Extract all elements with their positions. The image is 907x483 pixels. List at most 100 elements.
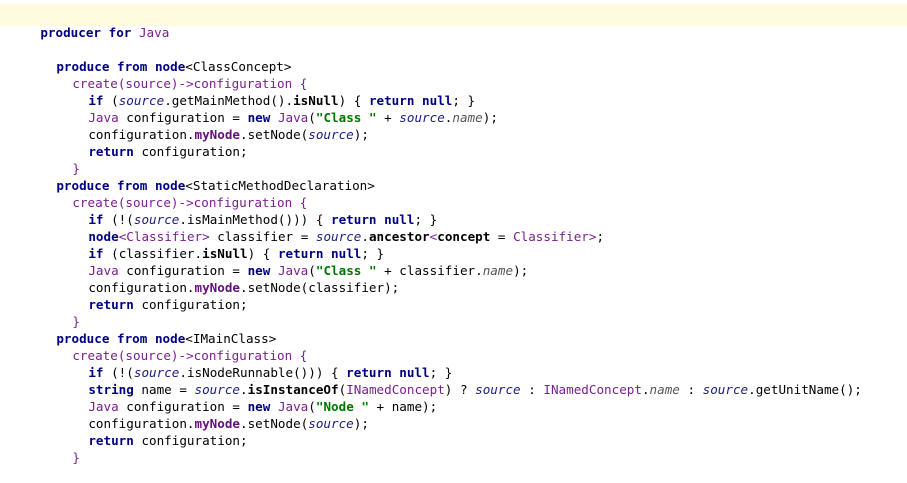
java-type: Java [88,110,119,125]
java-type: Java [88,399,119,414]
brace: } [72,314,80,329]
producer-header-line[interactable]: producer for Java [10,7,169,40]
return-keyword: return [346,365,392,380]
classifier-type: Classifier [126,229,203,244]
create-line-1[interactable]: create(source)->configuration { [42,58,307,91]
code-line[interactable]: return configuration; [88,144,248,159]
configuration-var: configuration [141,433,241,448]
code-line[interactable]: configuration.myNode.setNode(source); [88,127,369,142]
brace: } [72,450,80,465]
code-line[interactable]: return configuration; [88,433,248,448]
node-keyword: node [154,59,186,74]
node-type[interactable]: <IMainClass> [185,331,277,346]
create-statement: create(source)->configuration { [72,195,308,210]
string-keyword: string [88,382,134,397]
configuration-var: configuration [141,144,241,159]
return-keyword: return [368,93,415,108]
code-line[interactable]: Java configuration = new Java("Node " + … [88,399,438,414]
produce-keyword: produce [56,178,110,193]
configuration-var: configuration [88,127,187,142]
string-literal: "Node " [315,399,369,414]
code-line[interactable]: Java configuration = new Java("Class " +… [88,110,498,125]
code-line[interactable]: if (!(source.isMainMethod())) { return n… [88,212,438,227]
inamedconcept-type: INamedConcept [346,382,445,397]
return-keyword: return [88,433,134,448]
java-type: Java [88,263,119,278]
code-line[interactable]: node<Classifier> classifier = source.anc… [88,229,605,244]
classifier-var: classifier [217,229,294,244]
classifier-var: classifier [118,246,195,261]
name-property: name [452,110,483,125]
node-type[interactable]: <ClassConcept> [185,59,292,74]
isnull-op: isNull [293,93,339,108]
code-line[interactable]: if (classifier.isNull) { return null; } [88,246,385,261]
node-type[interactable]: <StaticMethodDeclaration> [185,178,375,193]
source-param: source [702,382,749,397]
produce-line-2[interactable]: produce from node<StaticMethodDeclaratio… [26,160,375,193]
code-line[interactable]: configuration.myNode.setNode(source); [88,416,369,431]
source-param: source [315,229,362,244]
create-statement: create(source)->configuration { [72,348,308,363]
if-keyword: if [88,365,104,380]
code-line[interactable]: string name = source.isInstanceOf(INamed… [88,382,862,397]
close-brace: } [42,296,80,329]
java-type: Java [277,110,309,125]
string-literal: "Class " [315,110,377,125]
java-type: Java [277,399,309,414]
source-param: source [308,127,354,142]
source-param: source [308,416,354,431]
configuration-var: configuration [141,297,241,312]
produce-line-3[interactable]: produce from node<IMainClass> [26,313,276,346]
code-line[interactable]: if (!(source.isNodeRunnable())) { return… [88,365,453,380]
ancestor-op: ancestor [368,229,430,244]
node-keyword: node [154,178,186,193]
if-keyword: if [88,246,104,261]
create-line-3[interactable]: create(source)->configuration { [42,330,307,363]
return-keyword: return [331,212,377,227]
node-keyword: node [88,229,119,244]
produce-keyword: produce [56,331,110,346]
return-keyword: return [277,246,324,261]
code-editor[interactable]: producer for Java produce from node<Clas… [0,0,907,465]
source-param: source [133,212,180,227]
source-param: source [194,382,241,397]
isnull-op: isNull [202,246,248,261]
null-keyword: null [399,365,430,380]
producer-keyword: producer [40,25,102,40]
null-keyword: null [384,212,415,227]
code-line[interactable]: if (source.getMainMethod().isNull) { ret… [88,93,476,108]
mynode-field: myNode [194,280,241,295]
return-keyword: return [88,297,134,312]
if-keyword: if [88,93,104,108]
classifier-var: classifier [308,280,385,295]
produce-keyword: produce [56,59,110,74]
inamedconcept-type: INamedConcept [543,382,642,397]
null-keyword: null [422,93,453,108]
create-line-2[interactable]: create(source)->configuration { [42,177,307,210]
producer-header-highlight [0,4,907,26]
null-keyword: null [331,246,362,261]
name-property: name [482,263,514,278]
mynode-field: myNode [194,416,241,431]
code-line[interactable]: Java configuration = new Java("Class " +… [88,263,529,278]
for-keyword: for [108,25,132,40]
code-line[interactable]: configuration.myNode.setNode(classifier)… [88,280,400,295]
produce-line-1[interactable]: produce from node<ClassConcept> [26,41,291,74]
code-line[interactable]: return configuration; [88,297,248,312]
from-keyword: from [117,331,148,346]
brace: } [72,161,80,176]
new-keyword: new [247,263,271,278]
string-literal: "Class " [315,263,377,278]
source-param: source [399,110,445,125]
producer-concept[interactable]: Java [138,25,170,40]
java-type: Java [277,263,309,278]
concept-keyword: concept [437,229,491,244]
source-param: source [133,365,180,380]
mynode-field: myNode [194,127,241,142]
from-keyword: from [117,178,148,193]
source-param: source [475,382,521,397]
configuration-var: configuration [88,280,187,295]
isinstanceof-op: isInstanceOf [247,382,339,397]
if-keyword: if [88,212,104,227]
classifier-var: classifier [399,263,476,278]
